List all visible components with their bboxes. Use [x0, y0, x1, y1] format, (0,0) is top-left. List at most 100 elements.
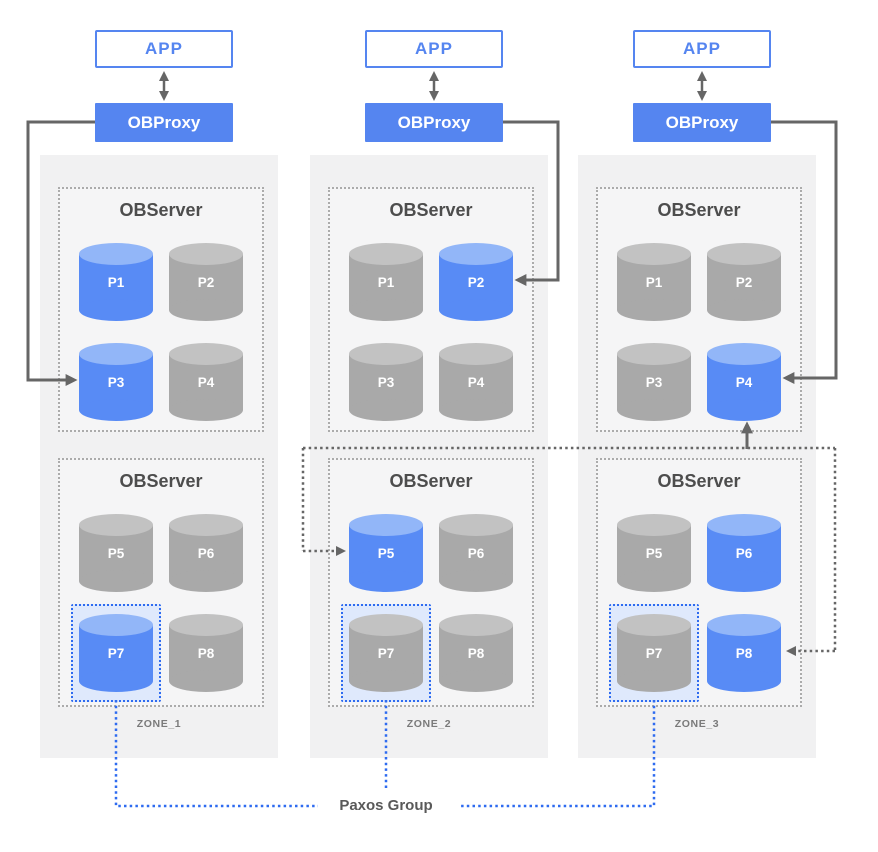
zone-container: OBServer P1 P2 P3 P4 OBS — [310, 155, 548, 758]
observer-box: OBServer P1 P2 P3 P4 — [596, 187, 802, 432]
observer-title: OBServer — [119, 471, 203, 491]
partition-cell: P5 — [71, 504, 161, 602]
observer-box: OBServer P5 P6 P7 P8 — [58, 458, 264, 707]
zone-container: OBServer P1 P2 P3 P4 OBS — [40, 155, 278, 758]
zone-name: ZONE_3 — [674, 718, 720, 730]
partition-cylinder-p1: P1 — [349, 243, 423, 321]
partition-cylinder-p8: P8 — [707, 614, 781, 692]
paxos-member-frame: P7 — [71, 604, 161, 702]
observer-box: OBServer P5 P6 P7 P8 — [328, 458, 534, 707]
app-box: APP — [633, 30, 771, 68]
partition-cylinder-p2: P2 — [169, 243, 243, 321]
partition-label: P5 — [107, 546, 125, 561]
partition-cylinder-p6: P6 — [169, 514, 243, 592]
partition-label: P7 — [377, 646, 395, 661]
partition-label: P5 — [377, 546, 395, 561]
app-box: APP — [95, 30, 233, 68]
partition-grid: P1 P2 P3 P4 — [71, 233, 251, 431]
partition-cylinder-p7: P7 — [79, 614, 153, 692]
app-box: APP — [365, 30, 503, 68]
partition-label: P8 — [467, 646, 485, 661]
partition-cylinder-p8: P8 — [169, 614, 243, 692]
obproxy-label: OBProxy — [397, 112, 471, 132]
partition-cell: P3 — [609, 333, 699, 431]
partition-cylinder-p3: P3 — [349, 343, 423, 421]
partition-cell: P8 — [161, 604, 251, 702]
partition-cylinder-p8: P8 — [439, 614, 513, 692]
partition-cylinder-p5: P5 — [349, 514, 423, 592]
partition-cell: P1 — [71, 233, 161, 331]
partition-label: P6 — [197, 546, 215, 561]
partition-label: P2 — [467, 275, 485, 290]
partition-cylinder-p2: P2 — [439, 243, 513, 321]
partition-cell: P4 — [431, 333, 521, 431]
partition-label: P5 — [645, 546, 663, 561]
obproxy-label: OBProxy — [127, 112, 201, 132]
partition-cell: P1 — [341, 233, 431, 331]
partition-cell: P1 — [609, 233, 699, 331]
partition-cell: P8 — [431, 604, 521, 702]
partition-cylinder-p7: P7 — [617, 614, 691, 692]
partition-cell: P2 — [161, 233, 251, 331]
partition-cell: P4 — [161, 333, 251, 431]
obproxy-box: OBProxy — [95, 103, 233, 142]
observer-title: OBServer — [119, 200, 203, 220]
partition-grid: P1 P2 P3 P4 — [341, 233, 521, 431]
partition-cylinder-p5: P5 — [617, 514, 691, 592]
partition-cylinder-p6: P6 — [707, 514, 781, 592]
partition-cell: P3 — [71, 333, 161, 431]
partition-cylinder-p1: P1 — [79, 243, 153, 321]
partition-cell: P7 — [71, 604, 161, 702]
partition-cell: P5 — [341, 504, 431, 602]
zone-name: ZONE_1 — [136, 718, 182, 730]
partition-cell: P7 — [609, 604, 699, 702]
partition-label: P7 — [107, 646, 125, 661]
partition-grid: P1 P2 P3 P4 — [609, 233, 789, 431]
obproxy-box: OBProxy — [633, 103, 771, 142]
partition-cell: P6 — [699, 504, 789, 602]
partition-cylinder-p5: P5 — [79, 514, 153, 592]
partition-cylinder-p4: P4 — [169, 343, 243, 421]
partition-label: P8 — [197, 646, 215, 661]
partition-label: P2 — [197, 275, 215, 290]
app-label: APP — [145, 39, 183, 58]
obproxy-label: OBProxy — [665, 112, 739, 132]
partition-cell: P4 — [699, 333, 789, 431]
partition-cylinder-p3: P3 — [79, 343, 153, 421]
observer-box: OBServer P1 P2 P3 P4 — [58, 187, 264, 432]
observer-title: OBServer — [389, 471, 473, 491]
partition-cylinder-p1: P1 — [617, 243, 691, 321]
partition-label: P4 — [197, 375, 215, 390]
zone-column-1: APP OBProxy OBServer P1 P2 P3 P4 — [40, 0, 278, 852]
partition-grid: P5 P6 P7 P8 — [341, 504, 521, 702]
partition-cell: P8 — [699, 604, 789, 702]
zone-column-2: APP OBProxy OBServer P1 P2 P3 P4 — [310, 0, 548, 852]
partition-cell: P3 — [341, 333, 431, 431]
partition-label: P6 — [735, 546, 753, 561]
partition-cell: P6 — [431, 504, 521, 602]
partition-grid: P5 P6 P7 P8 — [609, 504, 789, 702]
partition-label: P4 — [467, 375, 485, 390]
partition-label: P1 — [107, 275, 125, 290]
zone-column-3: APP OBProxy OBServer P1 P2 P3 P4 — [578, 0, 816, 852]
observer-box: OBServer P5 P6 P7 P8 — [596, 458, 802, 707]
partition-label: P7 — [645, 646, 663, 661]
zone-container: OBServer P1 P2 P3 P4 OBS — [578, 155, 816, 758]
partition-label: P4 — [735, 375, 753, 390]
partition-cylinder-p3: P3 — [617, 343, 691, 421]
partition-label: P3 — [377, 375, 395, 390]
partition-cylinder-p6: P6 — [439, 514, 513, 592]
partition-cell: P2 — [699, 233, 789, 331]
partition-label: P2 — [735, 275, 753, 290]
observer-title: OBServer — [657, 471, 741, 491]
partition-grid: P5 P6 P7 P8 — [71, 504, 251, 702]
partition-cylinder-p7: P7 — [349, 614, 423, 692]
partition-label: P8 — [735, 646, 753, 661]
partition-cylinder-p4: P4 — [707, 343, 781, 421]
obproxy-box: OBProxy — [365, 103, 503, 142]
paxos-member-frame: P7 — [341, 604, 431, 702]
paxos-group-label: Paxos Group — [339, 797, 433, 814]
partition-label: P1 — [377, 275, 395, 290]
paxos-member-frame: P7 — [609, 604, 699, 702]
